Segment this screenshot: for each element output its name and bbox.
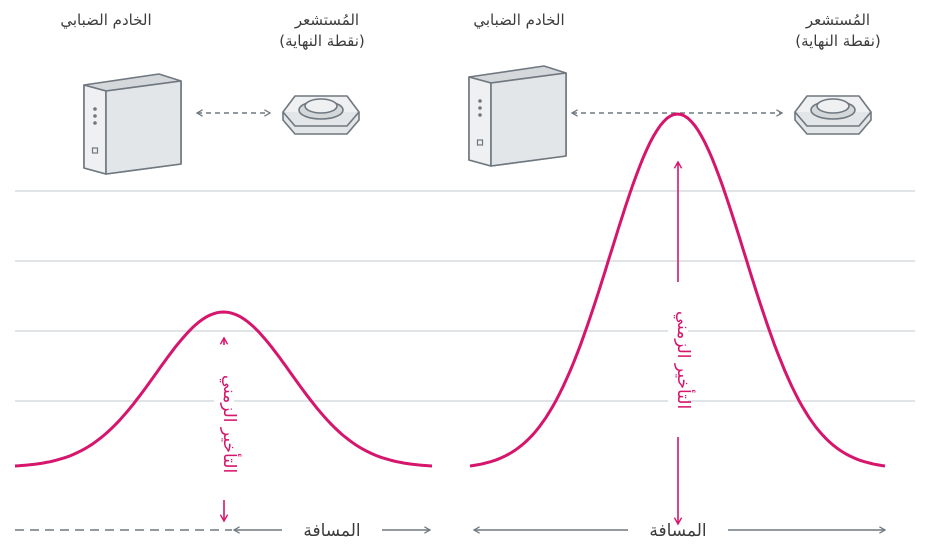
right-latency-label: التأخير الزمني [673,311,696,409]
server-icon [468,65,567,167]
right-latency-curve [469,112,886,468]
right-server-label: الخادم الضبابي [473,11,564,30]
right-sensor-label-line2: (نقطة النهاية) [795,32,881,50]
right-distance-label: المسافة [649,521,706,541]
server-icon [83,73,182,175]
right-latency-label-bg [668,282,688,437]
right-panel: الخادم الضبابي المُستشعر (نقطة النهاية) [468,11,887,541]
sensor-icon [794,95,872,135]
left-latency-curve [14,310,433,468]
left-sensor-label-line1: المُستشعر [294,11,359,29]
left-latency-label-bg [214,345,234,500]
right-sensor-label-line1: المُستشعر [805,11,870,29]
left-panel: الخادم الضبابي المُستشعر (نقطة النهاية) [14,11,433,541]
left-latency-label: التأخير الزمني [219,375,242,473]
left-distance-label: المسافة [303,521,360,541]
sensor-icon [282,95,360,135]
grid-lines [15,190,915,402]
left-server-label: الخادم الضبابي [60,11,151,30]
left-sensor-label-line2: (نقطة النهاية) [279,32,365,50]
